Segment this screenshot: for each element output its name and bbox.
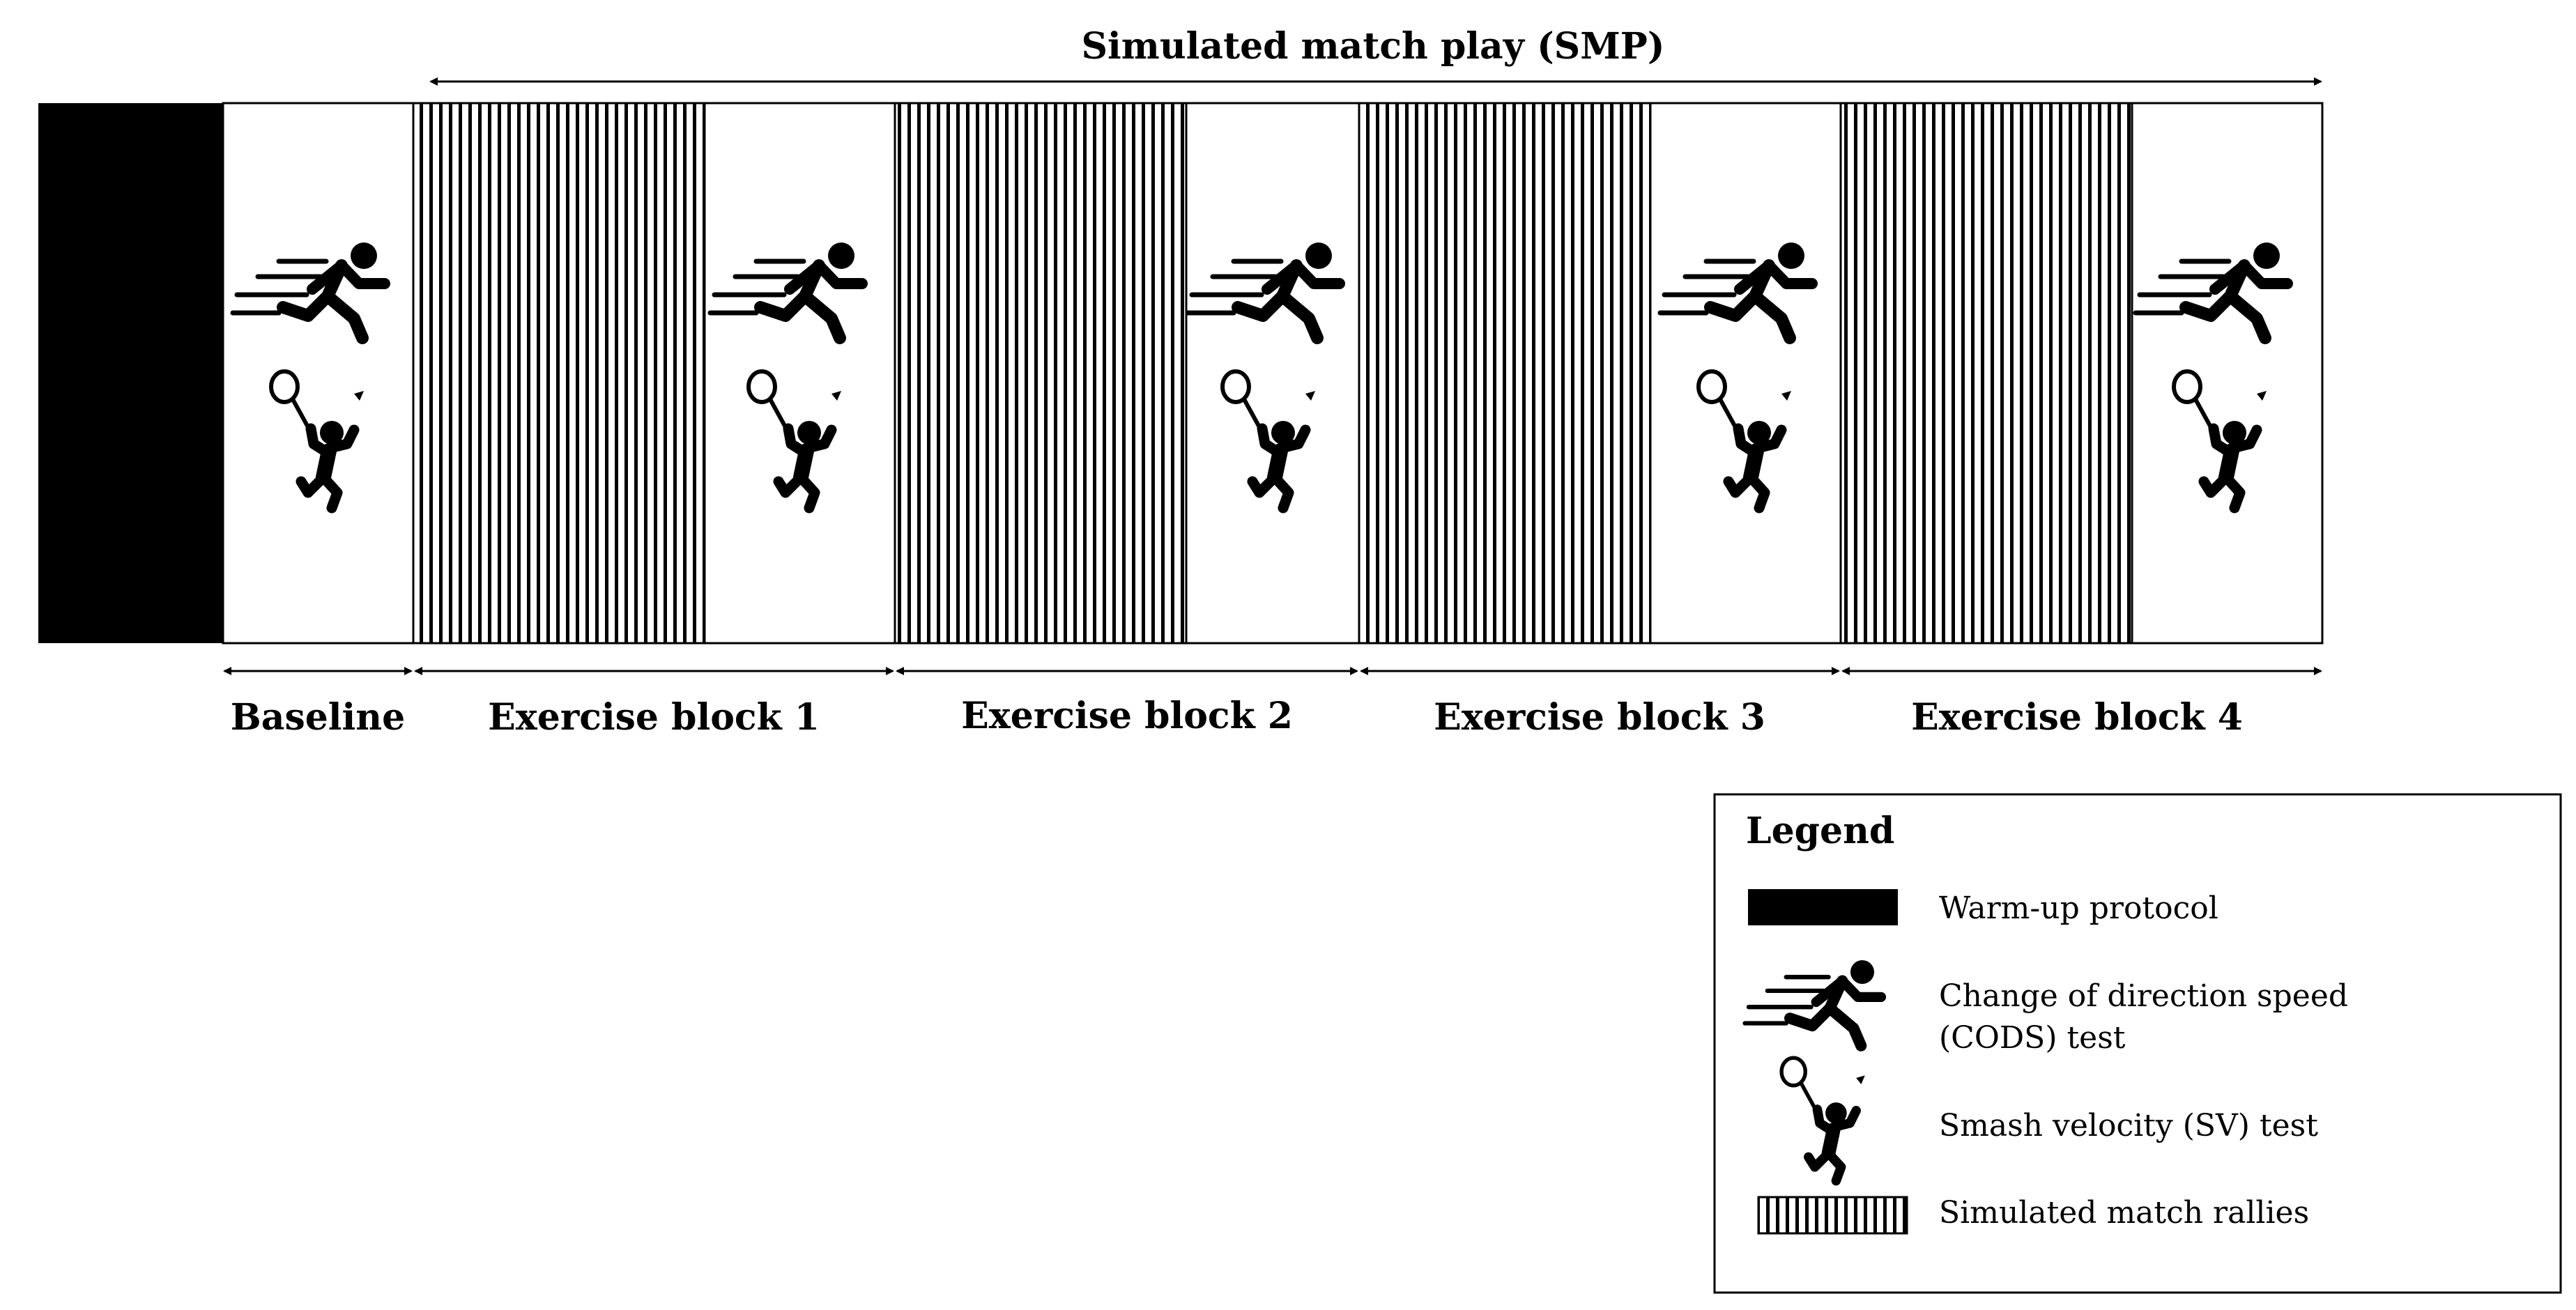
rally-block-4 bbox=[1839, 102, 2133, 645]
warmup-block bbox=[38, 103, 223, 643]
timeline bbox=[38, 102, 2324, 645]
segment-label-block-3: Exercise block 3 bbox=[1434, 696, 1765, 739]
segment-label-block-4: Exercise block 4 bbox=[1911, 696, 2243, 739]
legend-cods-label-line-1: Change of direction speed bbox=[1939, 978, 2348, 1014]
rally-block-3 bbox=[1358, 102, 1652, 645]
legend-title: Legend bbox=[1746, 810, 1894, 852]
test-block-2 bbox=[1185, 102, 1378, 645]
segment-label-block-1: Exercise block 1 bbox=[488, 696, 820, 739]
legend-warmup-label: Warm-up protocol bbox=[1939, 891, 2218, 926]
segment-label-block-2: Exercise block 2 bbox=[961, 695, 1293, 737]
test-block-1 bbox=[703, 102, 896, 645]
test-block-4 bbox=[2131, 102, 2324, 645]
segment-labels: Baseline Exercise block 1 Exercise block… bbox=[231, 695, 2243, 739]
segment-label-baseline: Baseline bbox=[231, 696, 405, 739]
legend-warmup-swatch bbox=[1748, 889, 1898, 925]
rally-block-2 bbox=[894, 102, 1188, 645]
legend-cods-label-line-2: (CODS) test bbox=[1939, 1020, 2126, 1056]
baseline-test-block bbox=[222, 102, 415, 645]
legend: Legend Warm-up protocol Change of direct… bbox=[1713, 793, 2562, 1294]
test-block-3 bbox=[1649, 102, 1842, 645]
legend-sv-label: Smash velocity (SV) test bbox=[1939, 1108, 2318, 1143]
legend-rallies-label: Simulated match rallies bbox=[1939, 1195, 2309, 1231]
smp-title: Simulated match play (SMP) bbox=[1081, 25, 1664, 68]
rally-block-1 bbox=[412, 102, 706, 645]
legend-striped-swatch bbox=[1757, 1196, 1908, 1235]
